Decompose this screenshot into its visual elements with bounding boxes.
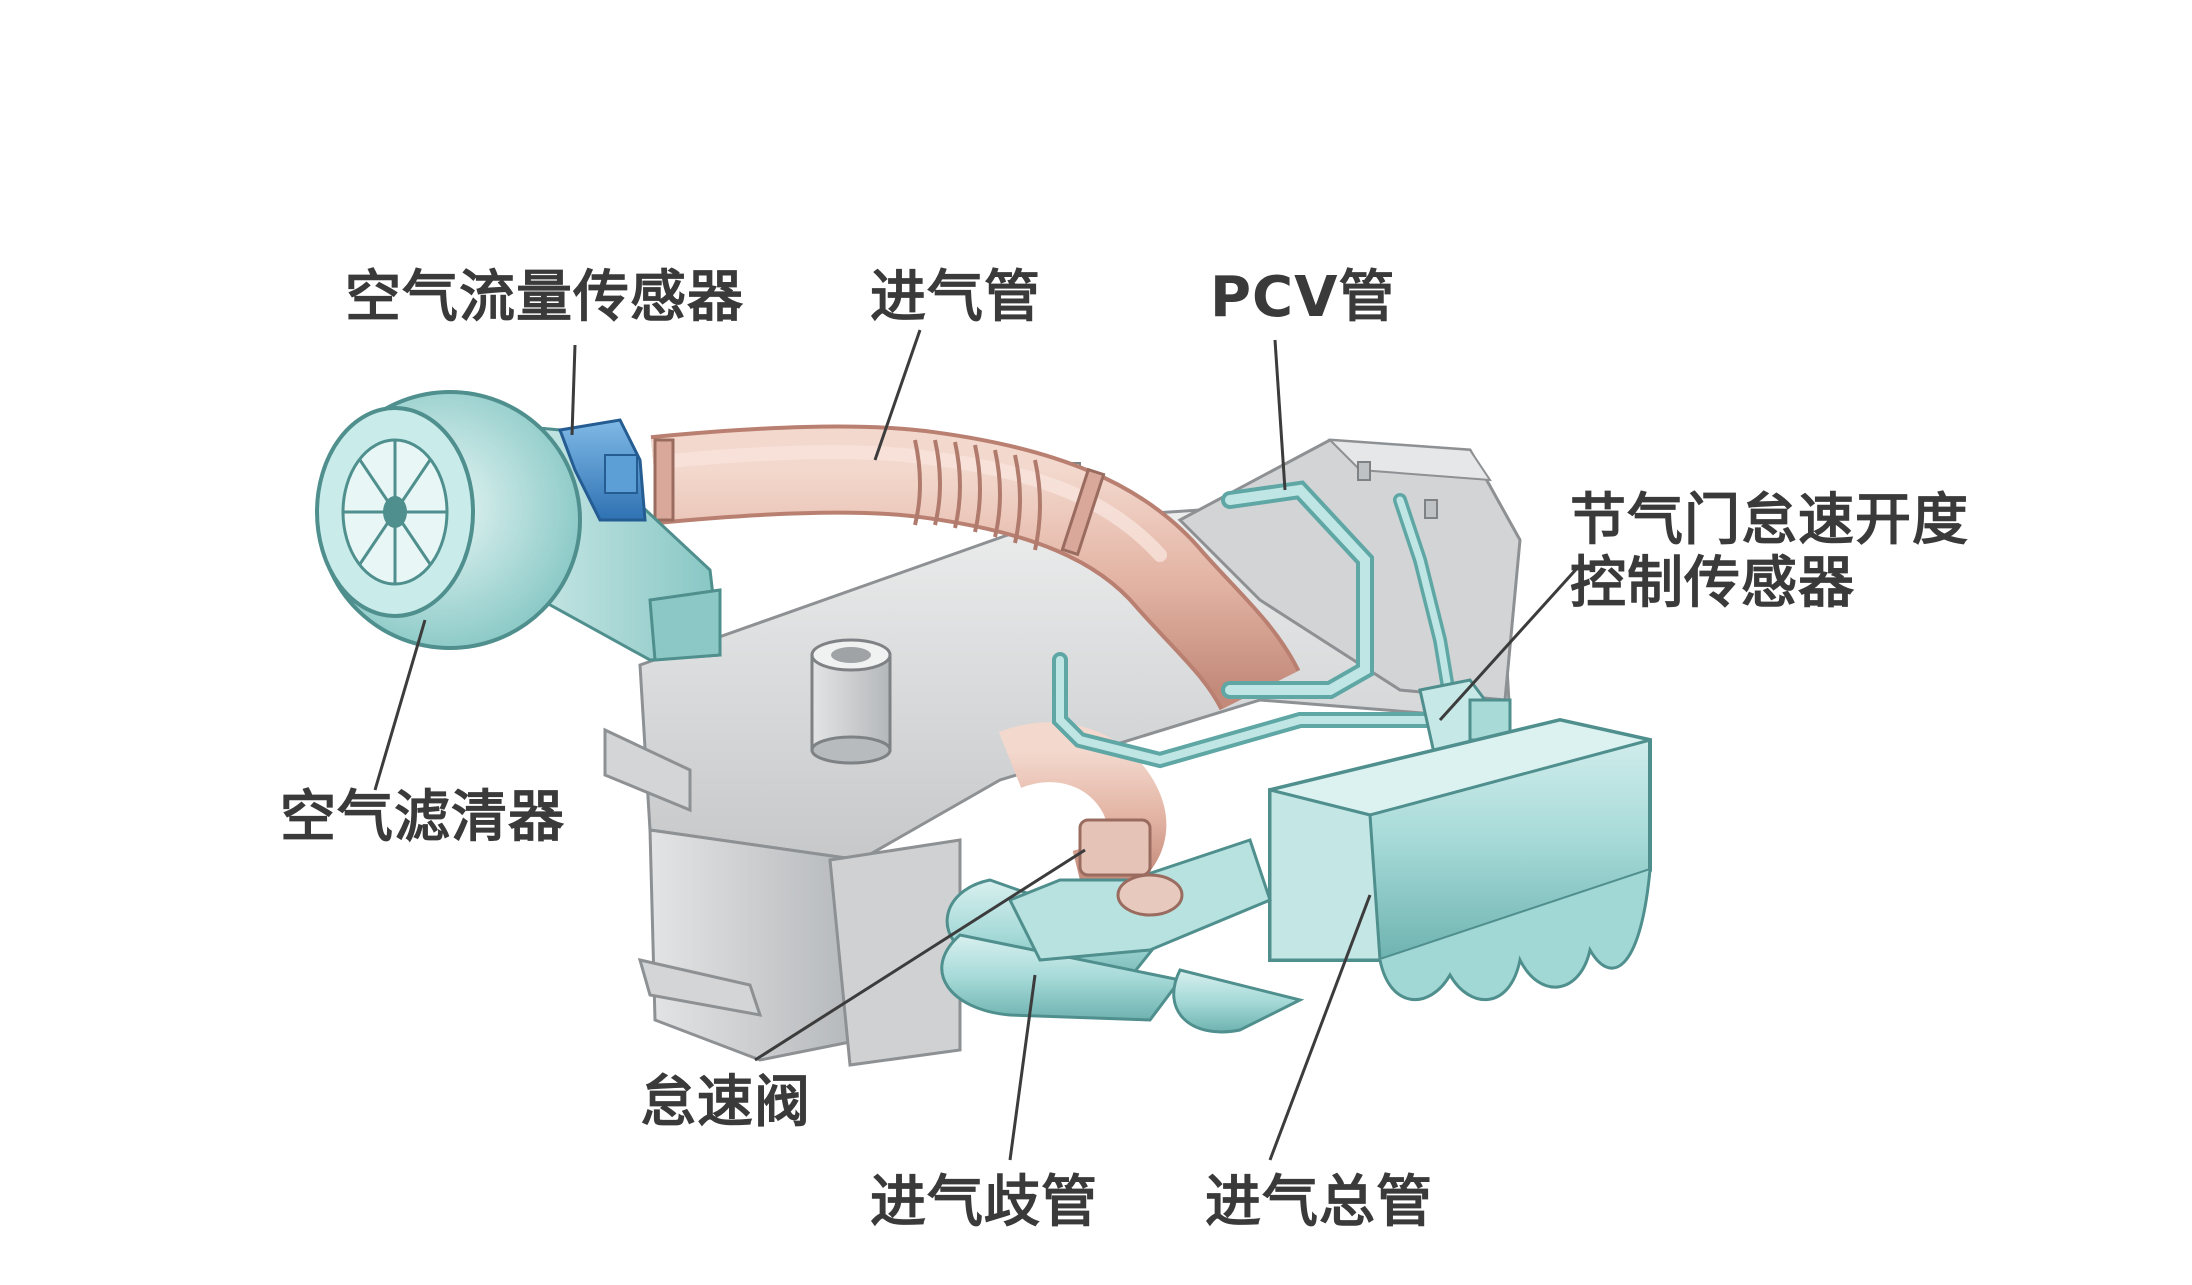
leader-intake-plenum [1268,894,1372,1161]
leader-maf-sensor [570,344,577,436]
leader-intake-manifold [1008,974,1037,1161]
leader-intake-pipe [873,329,922,461]
leader-throttle-sensor [1438,563,1582,722]
label-intake-manifold: 进气歧管 [870,1170,1098,1235]
label-throttle-sensor: 节气门怠速开度 控制传感器 [1570,488,1969,616]
maf-sensor-drawing [557,418,647,522]
air-filter-drawing [315,390,722,662]
oil-filter-cylinder [810,638,892,765]
idle-valve-drawing [1078,818,1184,917]
label-intake-plenum: 进气总管 [1205,1170,1433,1235]
leader-air-filter [373,619,427,791]
engine-front-face [648,828,862,1062]
label-throttle-sensor-line2: 控制传感器 [1570,550,1855,616]
leader-pcv-pipe [1273,339,1287,491]
label-pcv-pipe: PCV管 [1210,265,1396,330]
label-idle-valve: 怠速阀 [640,1070,811,1135]
engine-flange [603,727,692,813]
leader-lines [373,329,1582,1161]
leader-idle-valve [754,848,1086,1062]
intake-plenum-drawing [940,717,1652,1034]
label-intake-pipe: 进气管 [870,265,1041,330]
label-throttle-sensor-line1: 节气门怠速开度 [1570,488,1969,553]
engine-pedestal [828,838,962,1067]
label-maf-sensor: 空气流量传感器 [345,265,744,330]
label-air-filter: 空气滤清器 [280,785,565,850]
